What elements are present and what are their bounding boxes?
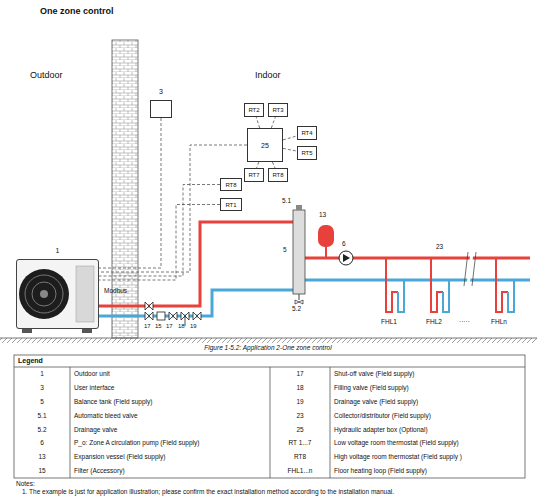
table-cell: Outdoor unit xyxy=(74,370,110,377)
table-cell: FHL1...n xyxy=(288,467,313,474)
wire-connector xyxy=(283,148,297,151)
table-cell: Expansion vessel (Field supply) xyxy=(74,453,165,460)
node-label: 25 xyxy=(261,142,269,149)
thermostat-box: RT8 xyxy=(268,168,288,182)
node-label: RT4 xyxy=(301,130,312,136)
table-cell: 3 xyxy=(40,384,44,391)
table-cell: RT 1...7 xyxy=(289,439,312,446)
table-cell: Collector/distributor (Field supply) xyxy=(334,412,431,419)
table-cell: 5.1 xyxy=(37,412,46,419)
thermostat-box: RT4 xyxy=(297,126,317,140)
callout-number: 5.2 xyxy=(292,305,301,312)
callout-number: 5.1 xyxy=(282,197,291,204)
table-cell: Drainage valve xyxy=(74,426,117,433)
table-cell: 13 xyxy=(38,453,45,460)
table-cell: 18 xyxy=(296,384,303,391)
area-label: Indoor xyxy=(255,70,281,80)
user-interface-box: 3 xyxy=(150,100,172,118)
adapter-box: 25 xyxy=(247,128,283,162)
area-label: Outdoor xyxy=(30,70,63,80)
ground-line xyxy=(0,338,537,339)
callout-number: 6 xyxy=(342,240,346,247)
loop-label: FHLn xyxy=(491,318,507,325)
table-cell: Floor heating loop (Field supply) xyxy=(334,467,427,474)
thermostat-box: RT7 xyxy=(244,168,264,182)
table-cell: Filter (Accessory) xyxy=(74,467,125,474)
table-cell: RT8 xyxy=(294,453,306,460)
loop-label: ····· xyxy=(459,318,470,325)
table-header: Legend xyxy=(18,357,43,365)
table-cell: 5 xyxy=(40,398,44,405)
wire-connector xyxy=(283,136,297,140)
valves xyxy=(145,302,201,326)
loop-label: FHL2 xyxy=(426,318,442,325)
table-cell: P_o: Zone A circulation pump (Field supp… xyxy=(74,439,199,446)
node-label: RT8 xyxy=(272,172,283,178)
pipe-break-marks xyxy=(464,252,476,286)
wire-connector xyxy=(99,118,161,268)
table-cell: User interface xyxy=(74,384,114,391)
callout-number: 3 xyxy=(159,88,163,95)
wire-connector xyxy=(256,117,260,128)
callout-number: 17 xyxy=(144,323,151,330)
floor-loops xyxy=(386,258,514,312)
table-cell: 25 xyxy=(296,426,303,433)
table-cell: Shut-off valve (Field supply) xyxy=(334,370,414,377)
thermostat-box: RT1 xyxy=(220,198,242,211)
wire-connector xyxy=(99,145,247,272)
callout-number: 19 xyxy=(190,323,197,330)
outdoor-unit-box: 1 xyxy=(16,259,99,329)
table-cell: 23 xyxy=(296,412,303,419)
table-cell: 15 xyxy=(38,467,45,474)
thermostat-box: RT5 xyxy=(297,146,317,160)
node-label: RT2 xyxy=(248,107,259,113)
wire-connector xyxy=(271,117,275,128)
node-label: RT7 xyxy=(248,172,259,178)
table-cell: Balance tank (Field supply) xyxy=(74,398,152,405)
wire-connector xyxy=(99,205,220,281)
callout-number: 15 xyxy=(155,323,162,330)
thermostat-box: RT2 xyxy=(244,103,264,117)
thermostat-box: RT3 xyxy=(268,103,288,117)
callout-number: 23 xyxy=(436,243,443,250)
legend-table xyxy=(14,355,525,478)
title: One zone control xyxy=(40,6,114,16)
wire-connector xyxy=(99,185,220,277)
table-cell: Hydraulic adapter box (Optional) xyxy=(334,426,428,433)
note-text: 1. The example is just for application i… xyxy=(22,488,394,495)
outdoor-unit xyxy=(16,259,99,333)
pipes xyxy=(99,222,530,316)
notes-heading: Notes: xyxy=(16,480,35,487)
loop-label: FHL1 xyxy=(381,318,397,325)
table-cell: 6 xyxy=(40,439,44,446)
pump xyxy=(339,251,353,265)
callout-number: 17 xyxy=(166,323,173,330)
node-label: RT5 xyxy=(301,150,312,156)
node-label: RT1 xyxy=(225,202,236,208)
callout-number: 1 xyxy=(56,247,60,254)
table-cell: 17 xyxy=(296,370,303,377)
table-cell: Filling valve (Field supply) xyxy=(334,384,409,391)
table-cell: Automatic bleed valve xyxy=(74,412,138,419)
signal-label: Modbus xyxy=(104,287,127,294)
node-label: RT3 xyxy=(272,107,283,113)
ground-hatch xyxy=(0,338,537,343)
expansion-vessel xyxy=(318,225,334,258)
table-cell: Low voltage room thermostat (Field suppl… xyxy=(334,439,459,446)
table-cell: 5.2 xyxy=(37,426,46,433)
thermostat-box: RT8 xyxy=(220,178,242,191)
pipe-break xyxy=(468,252,472,286)
callout-number: 5 xyxy=(283,246,287,253)
table-cell: 1 xyxy=(40,370,44,377)
callout-number: 13 xyxy=(319,211,326,218)
node-label: RT8 xyxy=(225,182,236,188)
balance-tank xyxy=(293,205,305,304)
callout-number: 18 xyxy=(178,323,185,330)
table-cell: Drainage valve (Field supply) xyxy=(334,398,418,405)
caption: Figure 1-5.2: Application 2-One zone con… xyxy=(204,344,331,351)
table-cell: High voltage room thermostat (Field supp… xyxy=(334,453,462,460)
table-cell: 19 xyxy=(296,398,303,405)
